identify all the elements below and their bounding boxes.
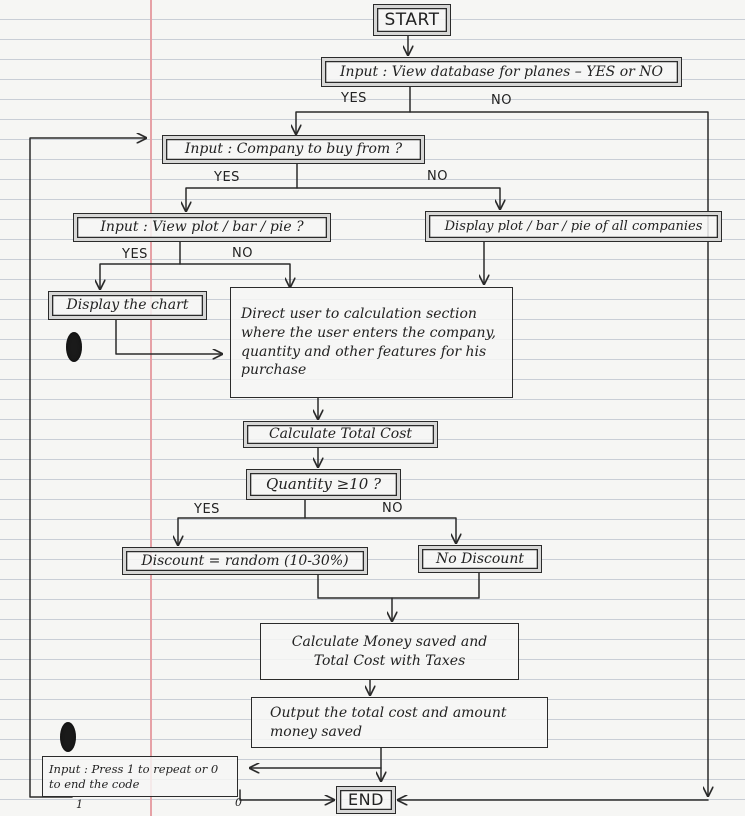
company-to-buy-node: Input : Company to buy from ? <box>162 135 425 164</box>
calculate-money-saved-node: Calculate Money saved and Total Cost wit… <box>260 623 519 680</box>
display-chart-node: Display the chart <box>48 291 207 320</box>
company-to-buy-label: Input : Company to buy from ? <box>184 141 403 158</box>
label-plot-yes: YES <box>122 247 148 262</box>
edge-repeat-zero <box>239 789 334 800</box>
view-plot-label: Input : View plot / bar / pie ? <box>100 219 304 236</box>
label-database-no: NO <box>491 93 512 108</box>
label-repeat-zero: 0 <box>235 796 243 809</box>
calculate-money-saved-label: Calculate Money saved and Total Cost wit… <box>291 633 492 669</box>
label-plot-no: NO <box>232 246 253 261</box>
no-discount-node: No Discount <box>418 545 542 573</box>
edge-company-no <box>296 187 500 209</box>
display-all-companies-node: Display plot / bar / pie of all companie… <box>425 211 722 242</box>
edge-plot-no <box>179 263 290 287</box>
direct-user-node: Direct user to calculation section where… <box>230 287 513 398</box>
edge-repeat-loop <box>29 138 146 798</box>
view-database-node: Input : View database for planes – YES o… <box>321 57 682 87</box>
start-node: START <box>373 4 451 36</box>
label-company-no: NO <box>427 169 448 184</box>
label-database-yes: YES <box>341 91 367 106</box>
punch-hole-top <box>66 332 82 362</box>
quantity-check-node: Quantity ≥10 ? <box>246 469 401 500</box>
calculate-total-cost-node: Calculate Total Cost <box>243 421 438 448</box>
edge-company-yes <box>186 163 298 211</box>
edge-database-yes <box>296 86 411 134</box>
display-all-companies-label: Display plot / bar / pie of all companie… <box>444 218 703 234</box>
edge-qty-yes <box>178 499 306 545</box>
edge-plot-yes <box>100 241 181 289</box>
calculate-total-cost-label: Calculate Total Cost <box>268 426 413 443</box>
repeat-input-label: Input : Press 1 to repeat or 0 to end th… <box>49 761 222 791</box>
view-database-label: Input : View database for planes – YES o… <box>339 63 664 80</box>
start-label: START <box>384 9 440 30</box>
repeat-input-node: Input : Press 1 to repeat or 0 to end th… <box>42 756 238 797</box>
label-qty-yes: YES <box>194 502 220 517</box>
display-chart-label: Display the chart <box>66 297 189 314</box>
end-label: END <box>348 790 384 810</box>
end-node: END <box>336 786 396 814</box>
quantity-check-label: Quantity ≥10 ? <box>265 475 382 494</box>
label-qty-no: NO <box>382 501 403 516</box>
margin-line <box>150 0 152 816</box>
edge-merge-to-money <box>317 572 480 599</box>
edge-qty-no <box>304 517 456 543</box>
view-plot-node: Input : View plot / bar / pie ? <box>73 213 331 242</box>
no-discount-label: No Discount <box>436 550 524 567</box>
punch-hole-bottom <box>60 722 76 752</box>
discount-random-node: Discount = random (10-30%) <box>122 547 368 575</box>
label-repeat-one: 1 <box>76 798 84 811</box>
edge-chart-to-direct <box>115 319 222 354</box>
edge-database-no <box>409 111 708 796</box>
direct-user-label: Direct user to calculation section where… <box>241 305 501 379</box>
output-total-label: Output the total cost and amount money s… <box>270 704 511 740</box>
discount-random-label: Discount = random (10-30%) <box>141 552 349 569</box>
output-total-node: Output the total cost and amount money s… <box>251 697 548 748</box>
label-company-yes: YES <box>214 170 240 185</box>
